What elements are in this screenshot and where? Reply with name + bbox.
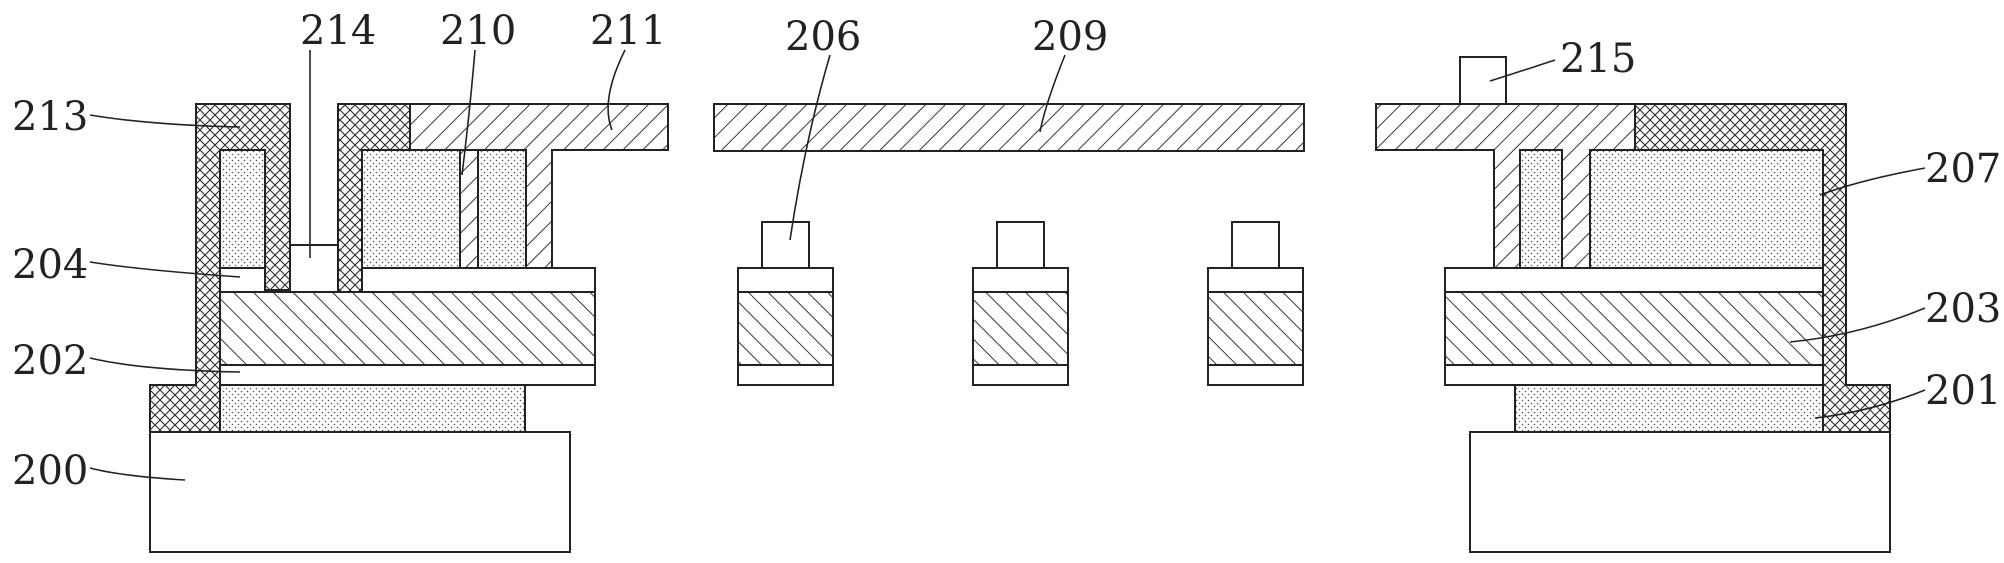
label-207: 207 — [1925, 146, 2001, 192]
layer-top-right — [1444, 267, 1824, 293]
layer-bottom-right — [1444, 364, 1824, 386]
labels: 213 214 210 211 204 202 200 206 209 215 … — [12, 8, 2001, 494]
cap-215 — [1459, 56, 1507, 105]
label-201: 201 — [1925, 368, 2001, 414]
dotted-block-small — [477, 149, 527, 269]
stack-2-mid — [972, 291, 1069, 366]
stack-2 — [972, 221, 1069, 386]
stack-3-bottom — [1207, 364, 1304, 386]
label-215: 215 — [1560, 36, 1636, 82]
middle-structure — [713, 103, 1305, 386]
label-202: 202 — [12, 338, 88, 384]
label-214: 214 — [300, 8, 376, 54]
layer-204-left-small — [219, 267, 266, 293]
layer-201-right — [1514, 384, 1824, 433]
stack-3-mid — [1207, 291, 1304, 366]
stack-2-bottom — [972, 364, 1069, 386]
label-213: 213 — [12, 94, 88, 140]
stack-1-mid — [737, 291, 834, 366]
bar-209 — [713, 103, 1305, 152]
label-203: 203 — [1925, 286, 2001, 332]
right-structure — [1375, 56, 1891, 553]
dotted-column-right — [1519, 149, 1563, 269]
left-structure — [149, 103, 669, 553]
lid-211 — [409, 103, 669, 269]
stack-1 — [737, 221, 834, 386]
stack-3-top — [1207, 267, 1304, 293]
cap-2 — [996, 221, 1045, 269]
layer-203-right — [1444, 291, 1824, 366]
layer-207 — [1589, 149, 1824, 269]
label-209: 209 — [1032, 14, 1108, 60]
leader-lines — [89, 49, 1926, 481]
label-204: 204 — [12, 242, 88, 288]
stack-2-top — [972, 267, 1069, 293]
label-206: 206 — [785, 14, 861, 60]
stack-1-top — [737, 267, 834, 293]
label-200: 200 — [12, 448, 88, 494]
substrate-200-right — [1469, 431, 1891, 553]
layer-203-left — [219, 291, 596, 366]
dotted-column-left — [219, 149, 266, 269]
cap-206 — [761, 221, 810, 269]
substrate-200-left — [149, 431, 571, 553]
label-211: 211 — [590, 8, 666, 54]
opening-214 — [289, 244, 339, 293]
label-210: 210 — [440, 8, 516, 54]
stack-3 — [1207, 221, 1304, 386]
layer-204-left — [359, 267, 596, 293]
cap-3 — [1231, 221, 1280, 269]
layer-201-left — [219, 384, 526, 433]
dotted-block-left — [361, 149, 461, 269]
stack-1-bottom — [737, 364, 834, 386]
layer-202-left — [219, 364, 596, 386]
